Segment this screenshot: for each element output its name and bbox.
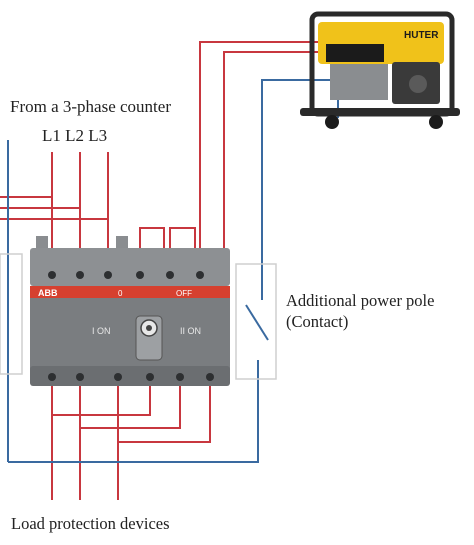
neutral-wire-bottom — [8, 360, 259, 463]
changeover-switch — [30, 236, 230, 386]
switch-position-right: II ON — [180, 326, 201, 336]
additional-power-pole — [0, 253, 277, 380]
additional-pole-label: Additional power pole (Contact) — [286, 290, 434, 332]
switch-zero-marker: 0 — [118, 289, 123, 298]
switch-position-left: I ON — [92, 326, 111, 336]
output-link-1 — [52, 384, 151, 416]
top-bridge-2 — [169, 227, 196, 255]
source-label: From a 3-phase counter — [10, 97, 171, 116]
wires — [0, 41, 339, 500]
top-bridge-1 — [139, 227, 165, 255]
switch-off-marker: OFF — [176, 289, 192, 298]
phase-labels: L1 L2 L3 — [42, 126, 108, 145]
generator-feed-2 — [223, 51, 318, 255]
output-link-2 — [80, 384, 181, 429]
additional-pole-label-line1: Additional power pole — [286, 291, 435, 310]
output-link-3 — [118, 384, 211, 443]
additional-pole-label-line2: (Contact) — [286, 312, 349, 331]
generator-illustration — [300, 11, 460, 129]
switch-brand: ABB — [38, 288, 58, 298]
generator-brand: HUTER — [404, 30, 439, 41]
generator-feed-1 — [199, 41, 318, 255]
load-label: Load protection devices — [11, 514, 170, 533]
